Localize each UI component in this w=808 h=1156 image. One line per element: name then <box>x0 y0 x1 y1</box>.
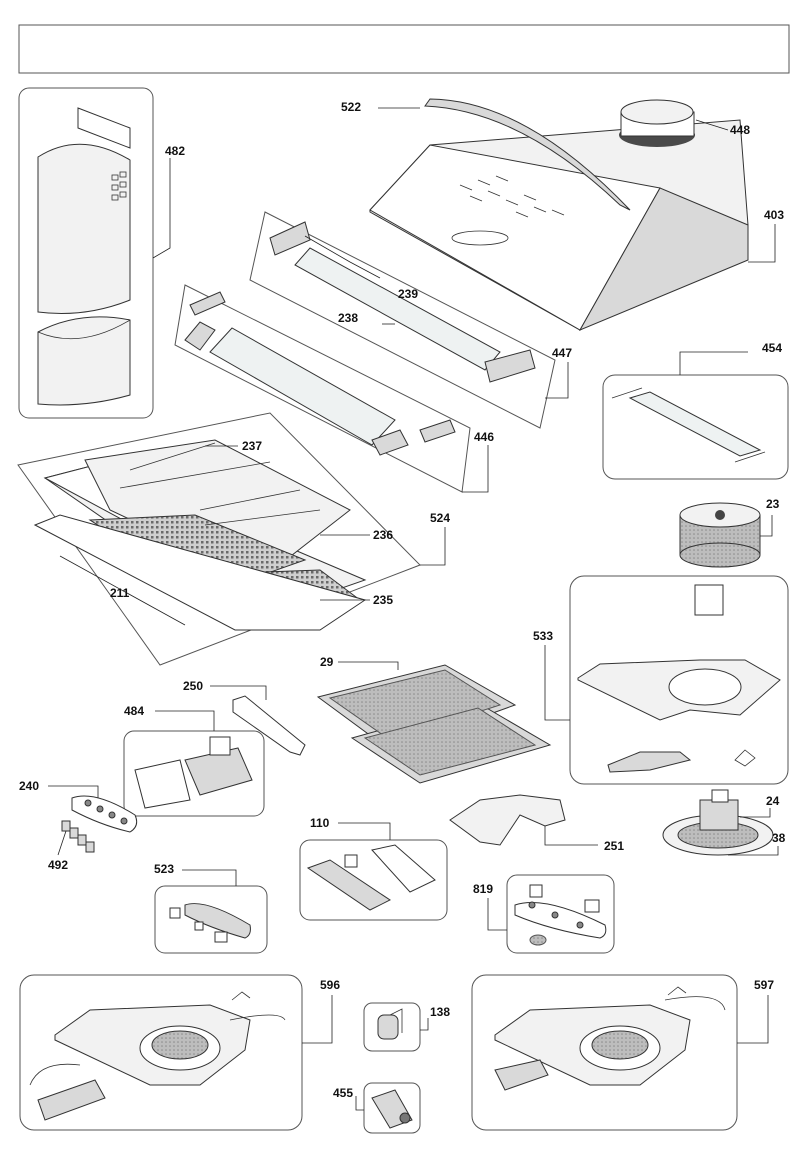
bracket-251 <box>449 794 566 846</box>
label-448: 448 <box>730 123 750 137</box>
light-glass-group <box>174 284 471 493</box>
label-446: 446 <box>474 430 494 444</box>
label-23: 23 <box>766 497 780 511</box>
knob-plate-group <box>61 795 138 853</box>
clip-138 <box>363 1002 421 1052</box>
label-523: 523 <box>154 862 174 876</box>
control-board-group <box>299 839 448 921</box>
label-38: 38 <box>772 831 786 845</box>
label-110: 110 <box>310 816 330 830</box>
impeller <box>679 502 761 568</box>
knob-kit-523 <box>154 885 268 954</box>
label-138: 138 <box>430 1005 450 1019</box>
label-454: 454 <box>762 341 782 355</box>
blower-housing-group <box>569 575 789 785</box>
spigot <box>619 99 695 147</box>
label-237: 237 <box>242 439 262 453</box>
label-24: 24 <box>766 794 780 808</box>
label-533: 533 <box>533 629 553 643</box>
chimney-group <box>18 87 154 419</box>
lower-chimney <box>37 316 131 406</box>
label-492: 492 <box>48 858 68 872</box>
grease-filters <box>316 664 552 784</box>
label-29: 29 <box>320 655 334 669</box>
label-235: 235 <box>373 593 393 607</box>
motor-unit-597 <box>471 974 738 1131</box>
hood-body <box>369 119 749 332</box>
label-484: 484 <box>124 704 144 718</box>
bracket-250 <box>232 695 306 756</box>
label-597: 597 <box>754 978 774 992</box>
chimney-frame <box>18 87 154 419</box>
knob-kit-819 <box>506 874 615 954</box>
motor-unit-596 <box>19 974 303 1131</box>
label-447: 447 <box>552 346 572 360</box>
label-819: 819 <box>473 882 493 896</box>
label-596: 596 <box>320 978 340 992</box>
hood-handle <box>424 98 631 211</box>
label-239: 239 <box>398 287 418 301</box>
label-250: 250 <box>183 679 203 693</box>
light-cover-group <box>249 211 556 429</box>
label-251: 251 <box>604 839 624 853</box>
label-522: 522 <box>341 100 361 114</box>
lamp-cover-group <box>602 374 789 480</box>
header-frame <box>18 24 790 74</box>
label-240: 240 <box>19 779 39 793</box>
upper-chimney <box>37 143 131 314</box>
label-236: 236 <box>373 528 393 542</box>
motor-group <box>662 789 774 856</box>
switch-group <box>123 730 265 817</box>
filter-assembly <box>17 412 421 666</box>
label-482: 482 <box>165 144 185 158</box>
lampholder-455 <box>363 1082 421 1134</box>
label-455: 455 <box>333 1086 353 1100</box>
label-211: 211 <box>110 586 130 600</box>
label-238: 238 <box>338 311 358 325</box>
label-524: 524 <box>430 511 450 525</box>
label-403: 403 <box>764 208 784 222</box>
